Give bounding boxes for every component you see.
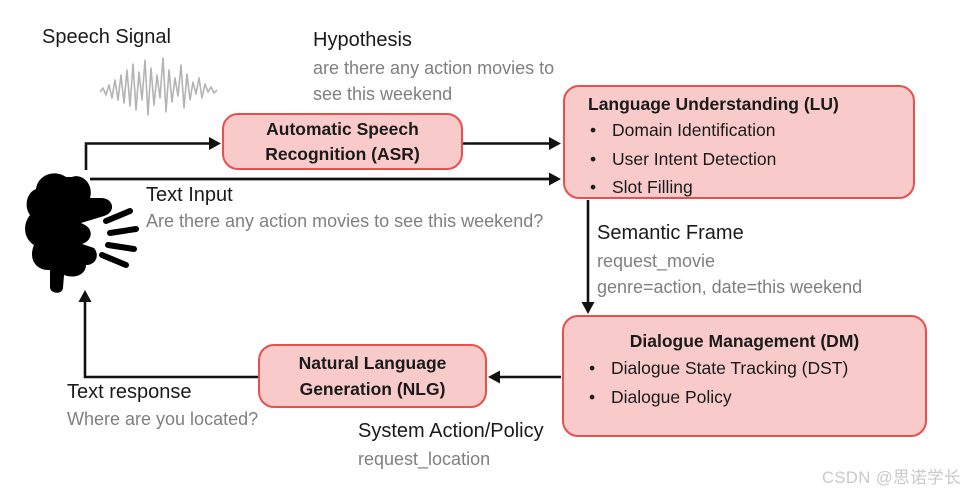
arrow-speech-to-asr [84,137,221,170]
dm-bullet-list: Dialogue State Tracking (DST) Dialogue P… [587,354,925,411]
watermark: CSDN @思诺学长 [822,469,962,487]
system-action-label: System Action/Policy [358,420,544,442]
semantic-frame-slots: genre=action, date=this weekend [597,277,863,297]
dialogue-management-box: Dialogue Management (DM) Dialogue State … [562,315,927,437]
nlg-box-title-line1: Natural Language [298,353,447,373]
nlg-box: Natural Language Generation (NLG) [258,344,487,408]
dm-bullet-item: Dialogue State Tracking (DST) [587,354,925,383]
lu-bullet-item: Slot Filling [588,173,913,202]
asr-box: Automatic Speech Recognition (ASR) [222,113,463,170]
waveform-icon [99,57,218,116]
dm-bullet-item: Dialogue Policy [587,383,925,412]
hypothesis-text-line1: are there any action movies to [313,58,555,78]
asr-box-title-line2: Recognition (ASR) [265,143,420,164]
semantic-frame-label: Semantic Frame [597,222,744,244]
text-input-label: Text Input [146,184,233,206]
speech-signal-label: Speech Signal [42,26,171,48]
language-understanding-box: Language Understanding (LU) Domain Ident… [563,85,915,202]
lu-bullet-list: Domain Identification User Intent Detect… [588,116,913,202]
nlg-box-title-line2: Generation (NLG) [299,379,446,399]
hypothesis-text-line2: see this weekend [313,84,453,104]
arrow-nlg-to-person [78,290,258,379]
arrow-dm-to-nlg [488,370,561,384]
asr-box-title-line1: Automatic Speech [266,118,419,139]
speech-lines-icon [99,208,139,268]
lu-bullet-item: Domain Identification [588,116,913,145]
lu-bullet-item: User Intent Detection [588,145,913,174]
semantic-frame-intent: request_movie [597,251,716,271]
text-response-value: Where are you located? [67,409,259,429]
speaking-person-icon [25,173,139,293]
arrow-asr-to-lu [462,137,561,150]
system-action-value: request_location [358,449,491,469]
arrow-text-input-to-lu [90,172,561,186]
dm-box-title: Dialogue Management (DM) [629,331,860,351]
lu-box-title: Language Understanding (LU) [588,94,839,114]
text-input-value: Are there any action movies to see this … [146,211,544,231]
text-response-label: Text response [67,381,192,403]
hypothesis-label: Hypothesis [313,29,412,51]
arrow-lu-to-dm [581,200,595,314]
